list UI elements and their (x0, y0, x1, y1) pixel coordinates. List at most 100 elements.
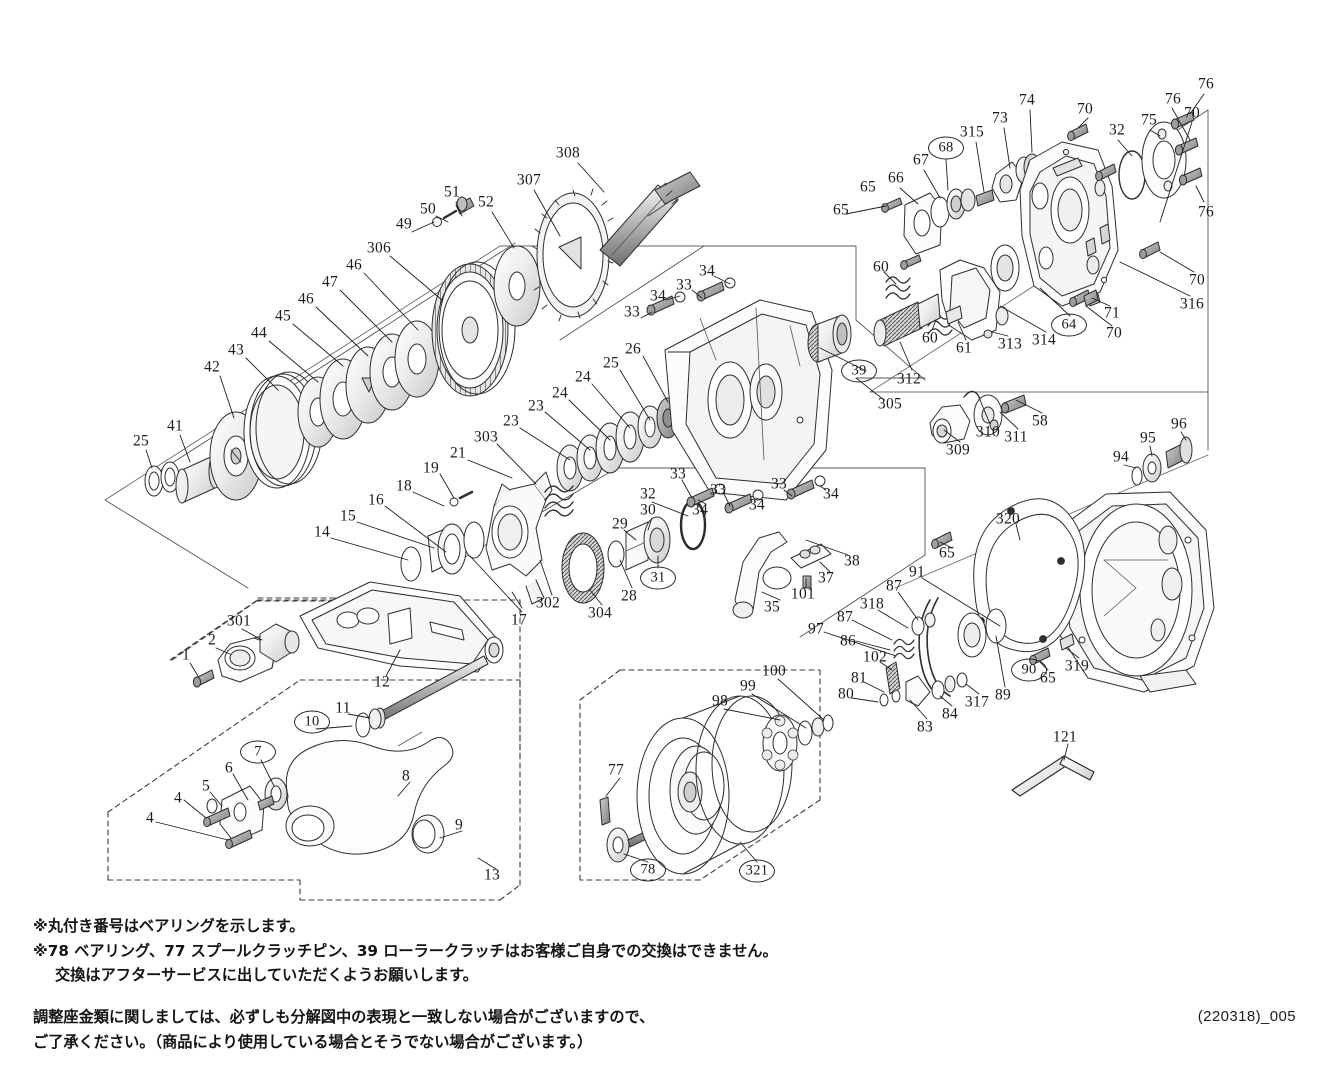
bearing-callout-7: 7 (240, 740, 276, 764)
part-callout-13: 13 (483, 866, 501, 884)
part-callout-76: 76 (1197, 75, 1215, 93)
part-callout-33: 33 (709, 481, 727, 499)
part-callout-34: 34 (649, 287, 667, 305)
part-callout-24: 24 (551, 384, 569, 402)
part-callout-305: 305 (877, 395, 903, 413)
part-callout-91: 91 (908, 563, 926, 581)
note-line-3: 交換はアフターサービスに出していただくようお願いします。 (55, 966, 478, 985)
part-callout-14: 14 (313, 523, 331, 541)
part-callout-50: 50 (419, 200, 437, 218)
part-callout-49: 49 (395, 215, 413, 233)
part-callout-16: 16 (367, 491, 385, 509)
part-callout-319: 319 (1064, 657, 1090, 675)
bearing-callout-321: 321 (739, 859, 775, 883)
part-callout-77: 77 (607, 761, 625, 779)
part-callout-23: 23 (502, 412, 520, 430)
part-callout-65: 65 (832, 201, 850, 219)
note-line-5: ご了承ください。（商品により使用している場合とそうでない場合がございます。） (33, 1032, 593, 1051)
part-callout-37: 37 (817, 569, 835, 587)
part-callout-76: 76 (1197, 203, 1215, 221)
part-callout-2: 2 (207, 631, 217, 649)
part-callout-100: 100 (761, 662, 787, 680)
part-callout-41: 41 (166, 417, 184, 435)
bearing-callout-31: 31 (640, 566, 676, 590)
part-callout-46: 46 (297, 290, 315, 308)
part-callout-302: 302 (535, 594, 561, 612)
note-line-4: 調整座金類に関しましては、必ずしも分解図中の表現と一致しない場合がございますので… (33, 1007, 655, 1026)
part-callout-121: 121 (1052, 728, 1078, 746)
part-callout-23: 23 (527, 397, 545, 415)
part-callout-74: 74 (1018, 91, 1036, 109)
part-callout-70: 70 (1105, 324, 1123, 342)
part-callout-315: 315 (959, 123, 985, 141)
part-callout-87: 87 (885, 577, 903, 595)
part-callout-17: 17 (510, 611, 528, 629)
part-callout-34: 34 (822, 485, 840, 503)
part-callout-308: 308 (555, 144, 581, 162)
part-callout-46: 46 (345, 256, 363, 274)
part-callout-28: 28 (620, 587, 638, 605)
part-callout-8: 8 (401, 767, 411, 785)
part-callout-25: 25 (132, 432, 150, 450)
part-callout-70: 70 (1188, 271, 1206, 289)
part-callout-71: 71 (1103, 304, 1121, 322)
part-callout-75: 75 (1140, 111, 1158, 129)
part-callout-33: 33 (623, 303, 641, 321)
part-callout-33: 33 (669, 465, 687, 483)
part-callout-6: 6 (224, 759, 234, 777)
part-callout-21: 21 (449, 444, 467, 462)
bearing-callout-39: 39 (841, 359, 877, 383)
part-callout-51: 51 (443, 183, 461, 201)
part-callout-61: 61 (955, 339, 973, 357)
part-callout-312: 312 (896, 370, 922, 388)
notes-block: ※丸付き番号はベアリングを示します。 ※78 ベアリング、77 スプールクラッチ… (33, 914, 893, 1054)
part-callout-96: 96 (1170, 415, 1188, 433)
part-callout-38: 38 (843, 552, 861, 570)
part-callout-33: 33 (770, 475, 788, 493)
part-callout-47: 47 (321, 273, 339, 291)
part-callout-102: 102 (862, 648, 888, 666)
part-callout-70: 70 (1183, 104, 1201, 122)
part-callout-316: 316 (1179, 295, 1205, 313)
part-callout-60: 60 (872, 258, 890, 276)
bearing-callout-78: 78 (630, 858, 666, 882)
part-callout-43: 43 (227, 341, 245, 359)
part-callout-310: 310 (975, 423, 1001, 441)
part-callout-1: 1 (181, 646, 191, 664)
part-callout-19: 19 (422, 459, 440, 477)
part-callout-65: 65 (859, 178, 877, 196)
part-callout-4: 4 (173, 789, 183, 807)
part-callout-309: 309 (945, 441, 971, 459)
part-callout-30: 30 (639, 501, 657, 519)
part-callout-67: 67 (912, 151, 930, 169)
part-callout-313: 313 (997, 335, 1023, 353)
part-callout-35: 35 (763, 598, 781, 616)
part-callout-12: 12 (373, 673, 391, 691)
part-callout-304: 304 (587, 604, 613, 622)
part-callout-60: 60 (921, 329, 939, 347)
bearing-callout-68: 68 (928, 136, 964, 160)
part-callout-318: 318 (859, 595, 885, 613)
part-callout-303: 303 (473, 428, 499, 446)
part-callout-320: 320 (995, 510, 1021, 528)
part-callout-87: 87 (836, 608, 854, 626)
part-callout-70: 70 (1076, 100, 1094, 118)
part-callout-58: 58 (1031, 412, 1049, 430)
part-callout-73: 73 (991, 109, 1009, 127)
part-callout-83: 83 (916, 718, 934, 736)
part-callout-307: 307 (516, 171, 542, 189)
document-code: (220318)_005 (1197, 1008, 1296, 1025)
part-callout-15: 15 (339, 507, 357, 525)
part-callout-29: 29 (611, 515, 629, 533)
part-callout-33: 33 (675, 276, 693, 294)
part-callout-34: 34 (748, 496, 766, 514)
bearing-callout-64: 64 (1051, 313, 1087, 337)
part-callout-98: 98 (711, 692, 729, 710)
part-callout-26: 26 (624, 340, 642, 358)
part-callout-311: 311 (1004, 428, 1028, 446)
part-callout-84: 84 (941, 705, 959, 723)
part-callout-5: 5 (201, 777, 211, 795)
part-callout-9: 9 (454, 816, 464, 834)
